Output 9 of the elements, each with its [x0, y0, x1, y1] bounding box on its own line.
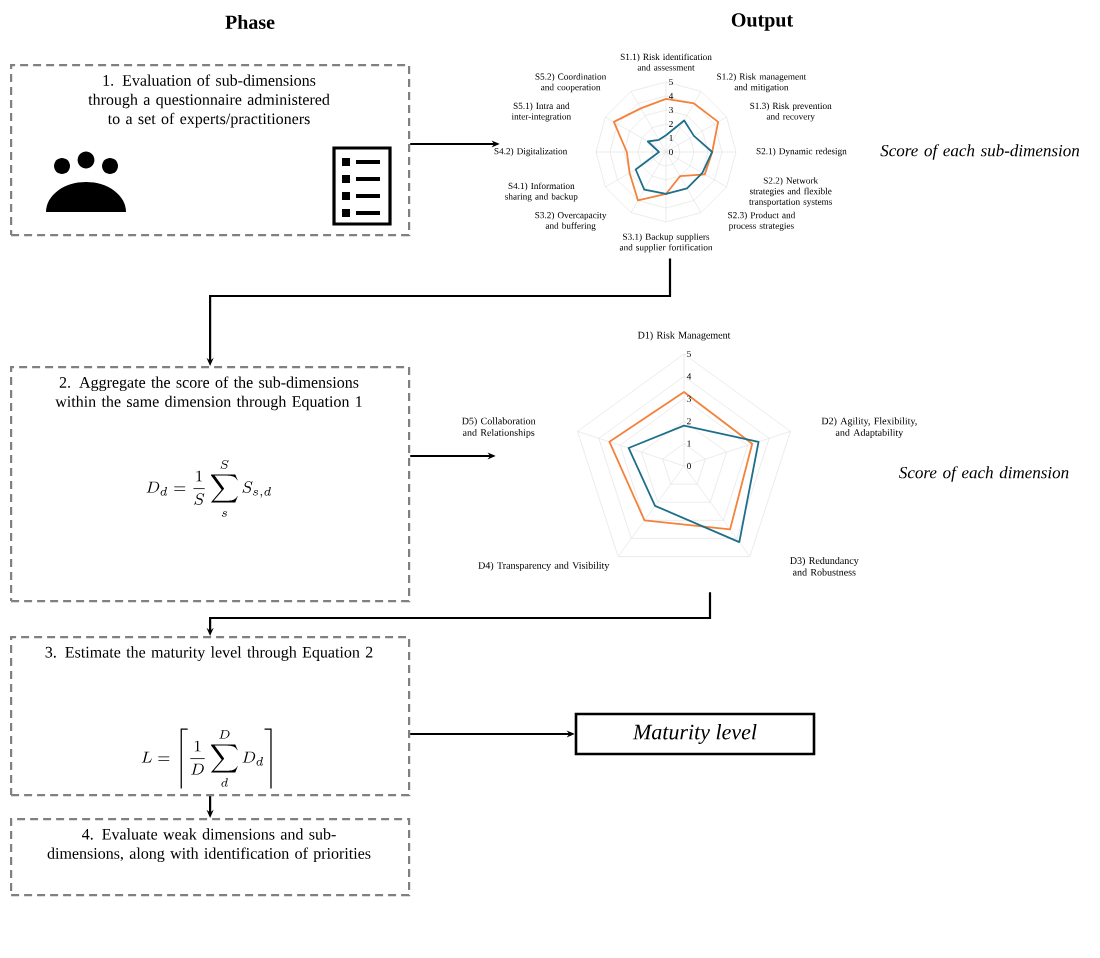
step-box: 2. Aggregate the score of the sub-dimensions within the same dimension through Equation 1 $D_d = \frac{1}{S}\sum_{s}^{S} S_{s,d}$ — [10, 365, 411, 603]
column-header: Output — [731, 13, 794, 31]
step-box: 4. Evaluate weak dimensions and sub-dimensions, along with identification of priorities — [10, 817, 411, 897]
chart-caption: Score of each dimension — [899, 466, 1069, 482]
chart-caption: Score of each sub-dimension — [880, 144, 1080, 160]
column-header: Phase — [225, 14, 275, 29]
output-box: Maturity level — [574, 712, 816, 756]
step-box: 1. Evaluation of sub-dimensions through a questionnaire administered to a set of experts/practitioners — [10, 64, 411, 237]
step-box: 3. Estimate the maturity level through Equation 2 $L = \left\lceil \frac{1}{D}\sum_{d}^{D} D_d \right\rceil$ — [10, 635, 411, 797]
